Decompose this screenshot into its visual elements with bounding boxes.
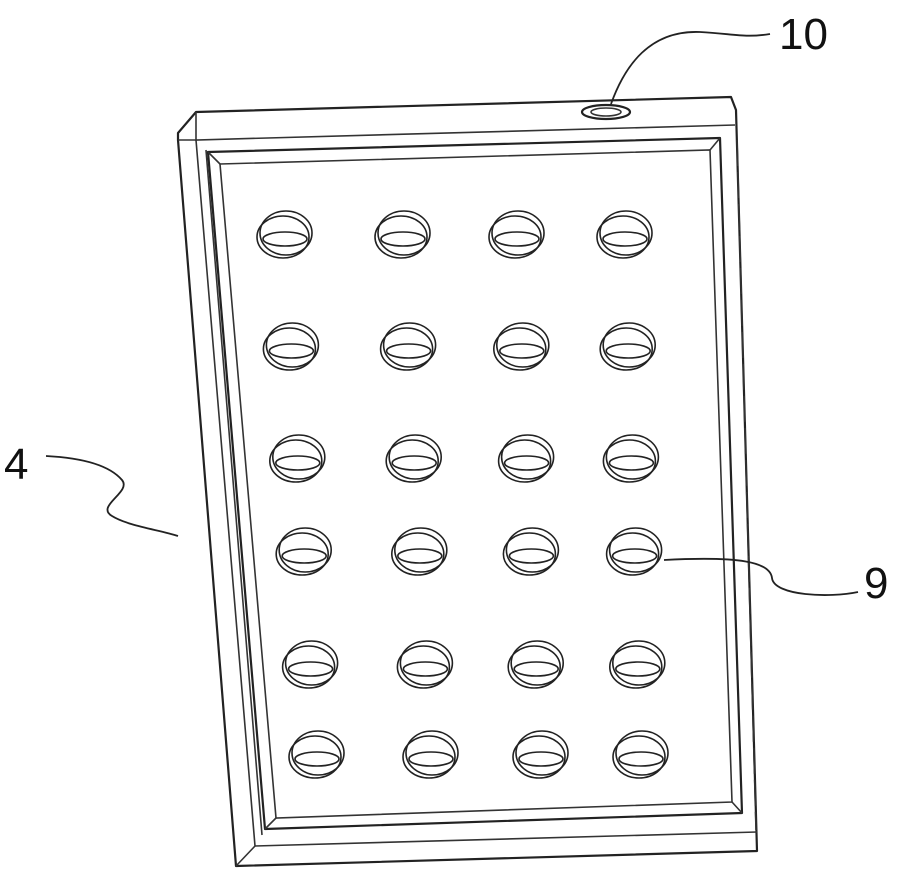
ref-label-9: 9 — [864, 559, 888, 608]
frame-top-face — [196, 112, 735, 140]
hole-outline — [509, 549, 553, 563]
hole-outline — [500, 344, 544, 358]
hole-outline — [613, 549, 657, 563]
hole — [503, 528, 558, 575]
hole-outline — [603, 232, 647, 246]
hole — [613, 731, 668, 778]
hole — [257, 211, 312, 258]
hole — [610, 641, 665, 688]
hole — [381, 323, 436, 370]
ref-label-4: 4 — [4, 440, 28, 489]
hole-outline — [269, 344, 313, 358]
hole — [508, 641, 563, 688]
frame-left-inner-edge-2 — [206, 150, 262, 835]
hole — [289, 731, 344, 778]
frame-body — [178, 97, 757, 866]
hole — [397, 641, 452, 688]
hole-outline — [505, 456, 549, 470]
hole-outline — [403, 662, 447, 676]
leader-line-10 — [611, 32, 770, 104]
hole-outline — [398, 549, 442, 563]
hole-outline — [289, 662, 333, 676]
hole-outline — [606, 344, 650, 358]
hole — [499, 435, 554, 482]
hole — [607, 528, 662, 575]
port-outer-ring — [582, 105, 630, 119]
hole — [375, 211, 430, 258]
frame-bottom-face — [255, 832, 757, 846]
ref-label-10: 10 — [779, 10, 828, 59]
hole — [403, 731, 458, 778]
top-port — [582, 105, 630, 119]
hole — [600, 323, 655, 370]
hole — [263, 323, 318, 370]
hole-outline — [519, 752, 563, 766]
port-inner-ring — [591, 108, 621, 116]
hole-outline — [514, 662, 558, 676]
leader-line-9 — [664, 559, 858, 595]
inner-panel-corner-tr — [710, 138, 720, 150]
hole-outline — [276, 456, 320, 470]
frame-left-inner-edge — [196, 140, 255, 866]
hole — [392, 528, 447, 575]
hole — [494, 323, 549, 370]
hole — [603, 435, 658, 482]
hole-outline — [381, 232, 425, 246]
inner-panel-outer — [208, 138, 742, 829]
hole-outline — [495, 232, 539, 246]
hole — [283, 641, 338, 688]
hole-outline — [409, 752, 453, 766]
hole — [270, 435, 325, 482]
hole-outline — [616, 662, 660, 676]
hole-outline — [282, 549, 326, 563]
hole-outline — [619, 752, 663, 766]
hole — [386, 435, 441, 482]
inner-panel-inner — [220, 150, 732, 818]
leader-line-4 — [46, 456, 178, 536]
hole — [597, 211, 652, 258]
hole — [489, 211, 544, 258]
inner-panel — [208, 138, 742, 829]
hole-grid — [257, 211, 668, 778]
hole — [276, 528, 331, 575]
hole-outline — [387, 344, 431, 358]
hole-outline — [609, 456, 653, 470]
hole — [513, 731, 568, 778]
inner-panel-corner-bl — [265, 818, 276, 829]
inner-panel-corner-br — [732, 802, 742, 813]
hole-outline — [392, 456, 436, 470]
frame-outer-outline — [178, 97, 757, 866]
hole-outline — [295, 752, 339, 766]
hole-outline — [263, 232, 307, 246]
